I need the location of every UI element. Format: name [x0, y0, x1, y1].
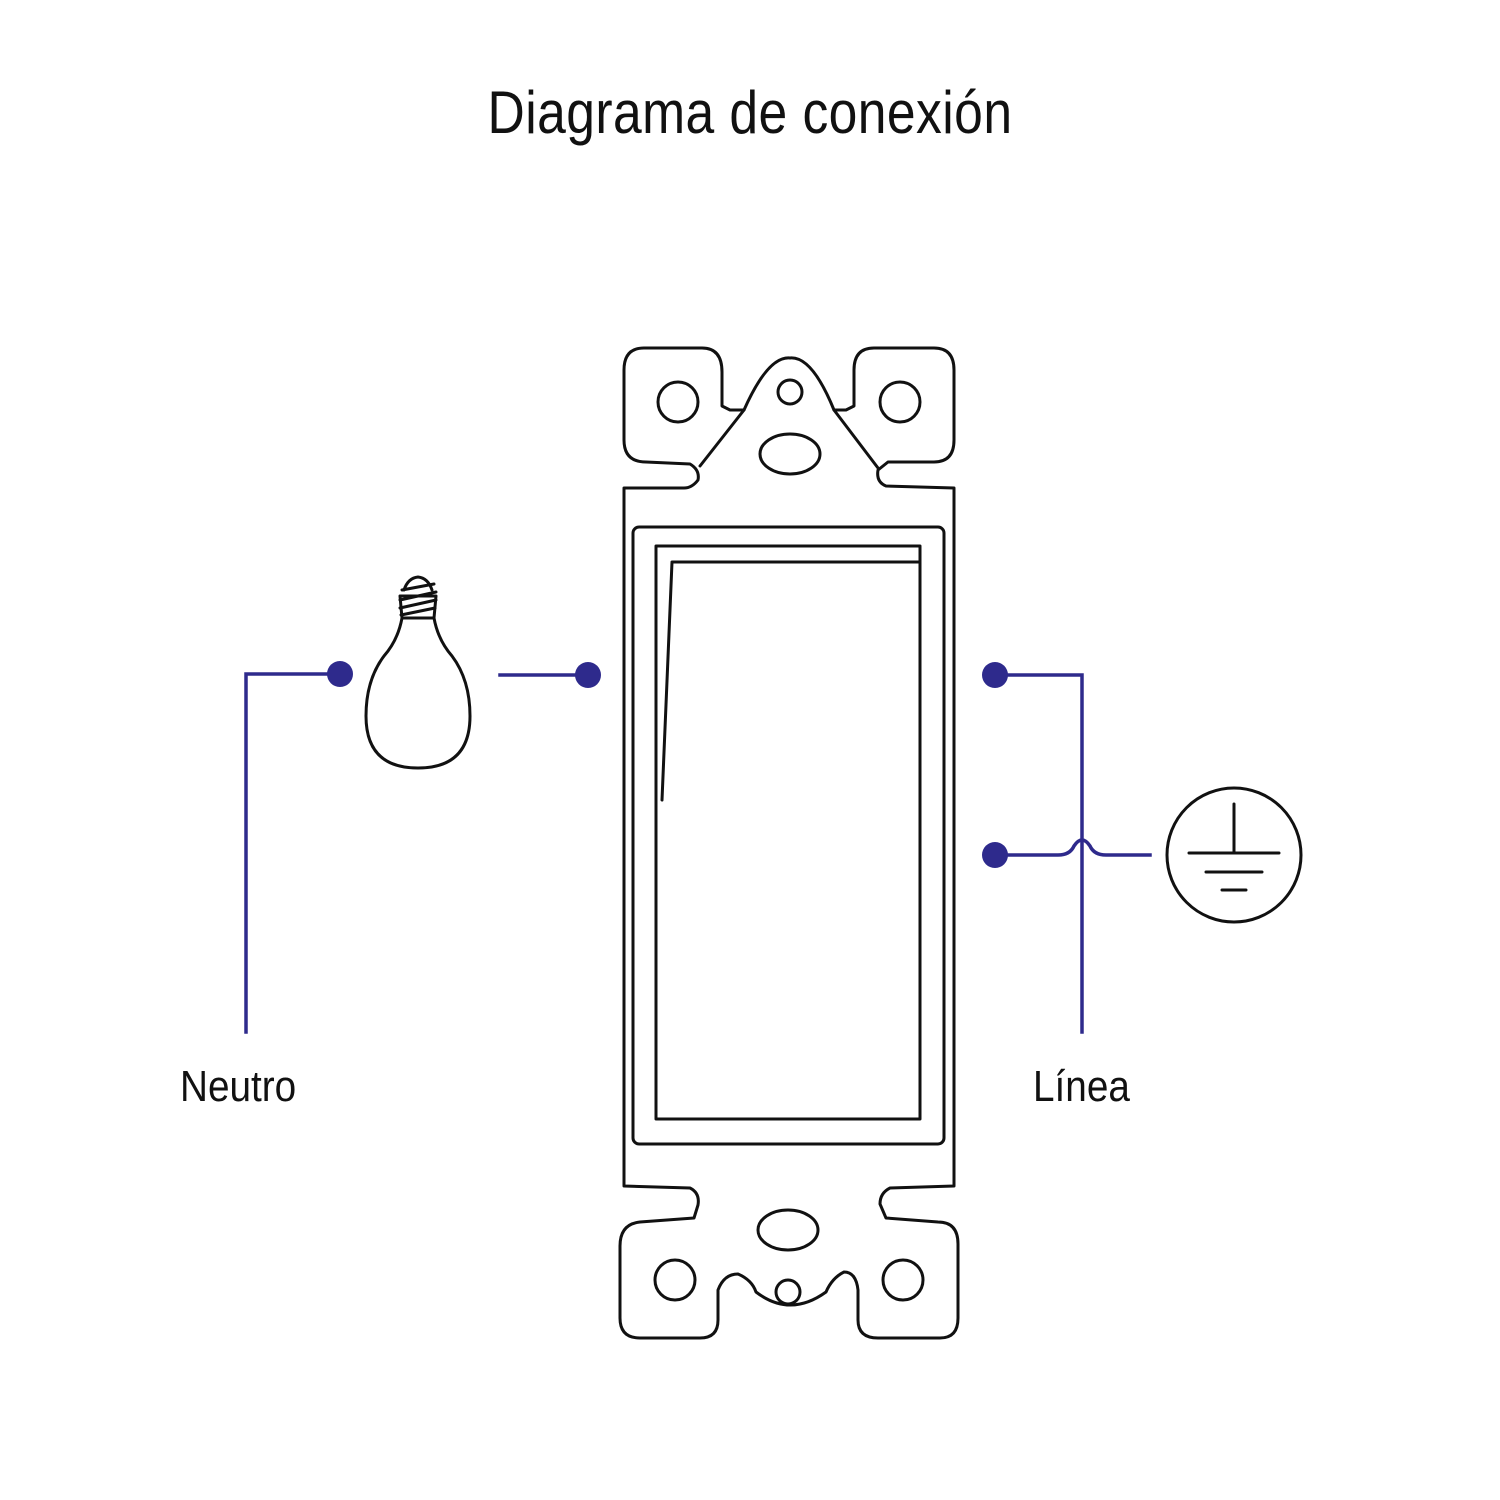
line-wiring — [982, 662, 1152, 1034]
bottom-slot — [756, 1208, 820, 1252]
line-terminal-dot — [982, 662, 1008, 688]
line-wire — [1003, 673, 1084, 1034]
ground-terminal-dot — [982, 842, 1008, 868]
light-bulb-icon — [364, 575, 472, 770]
neutral-terminal-dot — [327, 661, 353, 687]
bulb-threads — [398, 582, 438, 617]
switch-load-terminal-dot — [575, 662, 601, 688]
switch-strap — [618, 346, 960, 1340]
diagram-title: Diagrama de conexión — [487, 79, 1013, 146]
neutral-label: Neutro — [180, 1062, 297, 1111]
neutral-wire — [244, 672, 332, 1034]
switch-frame — [631, 525, 946, 1146]
ground-circle — [1165, 786, 1303, 924]
bottom-left-screw-hole — [653, 1258, 697, 1302]
bottom-center-hole — [774, 1278, 802, 1306]
neutral-wiring — [244, 661, 601, 1034]
top-left-screw-hole — [656, 380, 700, 424]
top-right-screw-hole — [878, 380, 922, 424]
bulb-tip — [402, 575, 434, 592]
rocker-face-edge — [660, 560, 922, 802]
strap-shoulders — [698, 408, 880, 470]
ground-symbol-icon — [1165, 786, 1303, 924]
bulb-glass — [364, 616, 472, 770]
top-slot — [758, 432, 822, 476]
ground-lines — [1187, 802, 1281, 892]
wall-switch-icon — [618, 346, 960, 1340]
line-label: Línea — [1033, 1062, 1130, 1111]
top-center-hole — [776, 378, 804, 406]
bottom-right-screw-hole — [881, 1258, 925, 1302]
ground-wire — [1003, 838, 1152, 857]
rocker-outer — [654, 544, 922, 1121]
